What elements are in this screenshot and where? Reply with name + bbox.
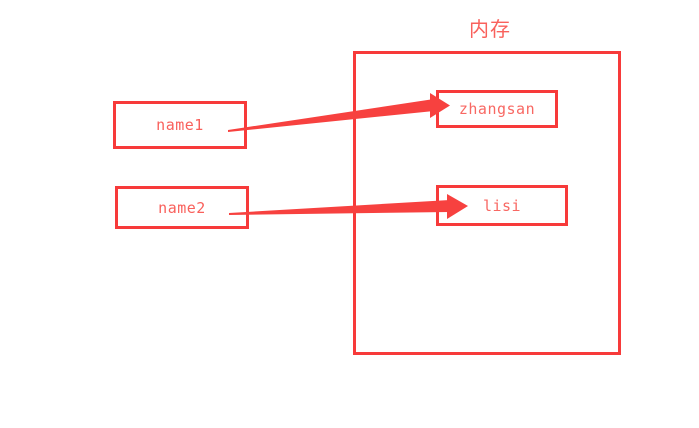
memory-title: 内存 bbox=[469, 17, 511, 41]
object-label-lisi: lisi bbox=[482, 196, 522, 215]
variable-box-name1[interactable]: name1 bbox=[113, 101, 247, 149]
variable-label-name1: name1 bbox=[156, 116, 204, 134]
variable-label-name2: name2 bbox=[158, 198, 206, 217]
object-label-zhangsan: zhangsan bbox=[458, 100, 536, 118]
variable-box-name2[interactable]: name2 bbox=[115, 186, 249, 229]
object-box-zhangsan[interactable]: zhangsan bbox=[436, 90, 558, 128]
object-box-lisi[interactable]: lisi bbox=[436, 185, 568, 226]
